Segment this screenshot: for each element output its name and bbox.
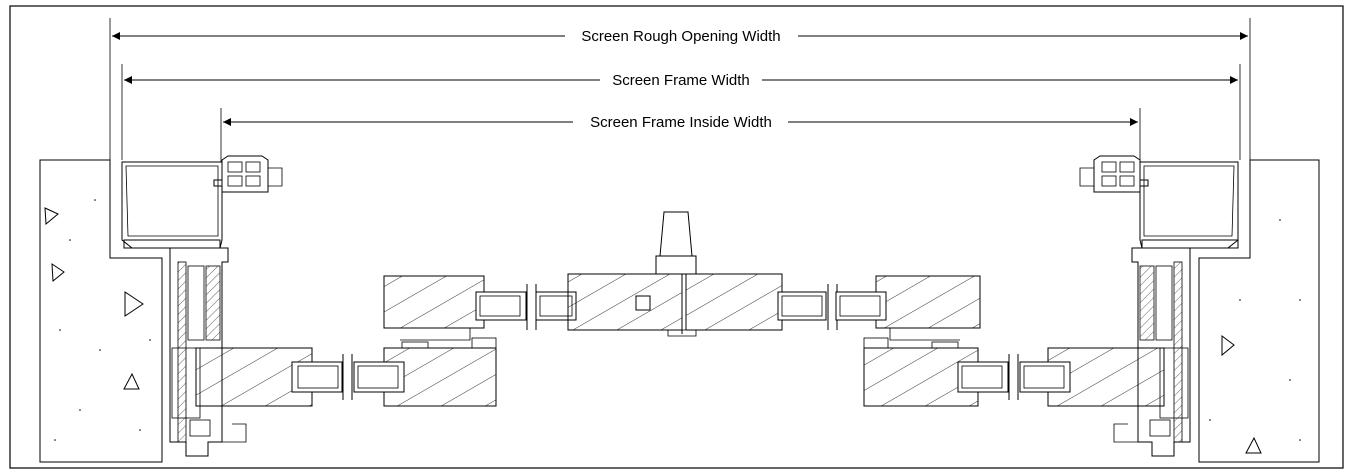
right-wall: [1198, 159, 1320, 463]
dimension-frame-width: Screen Frame Width: [121, 64, 1241, 160]
dimension-label-frame-inside-width: Screen Frame Inside Width: [590, 114, 772, 131]
left-lower-sash: [195, 337, 497, 407]
left-wall: [39, 159, 163, 463]
dimension-frame-inside-width: Screen Frame Inside Width: [220, 108, 1141, 162]
center-right-sash: [777, 275, 981, 341]
left-window-jamb: [169, 247, 247, 457]
center-meeting-stile: [567, 211, 783, 337]
left-screen-frame: [121, 155, 283, 249]
drawing-border: [9, 5, 1344, 469]
right-lower-sash: [863, 337, 1165, 407]
dimension-label-frame-width: Screen Frame Width: [612, 72, 750, 89]
right-screen-frame: [1079, 155, 1239, 249]
right-window-jamb: [1113, 247, 1191, 457]
dimension-label-rough-opening: Screen Rough Opening Width: [581, 28, 780, 45]
dimension-rough-opening: Screen Rough Opening Width: [109, 18, 1251, 160]
center-left-sash: [383, 275, 577, 341]
